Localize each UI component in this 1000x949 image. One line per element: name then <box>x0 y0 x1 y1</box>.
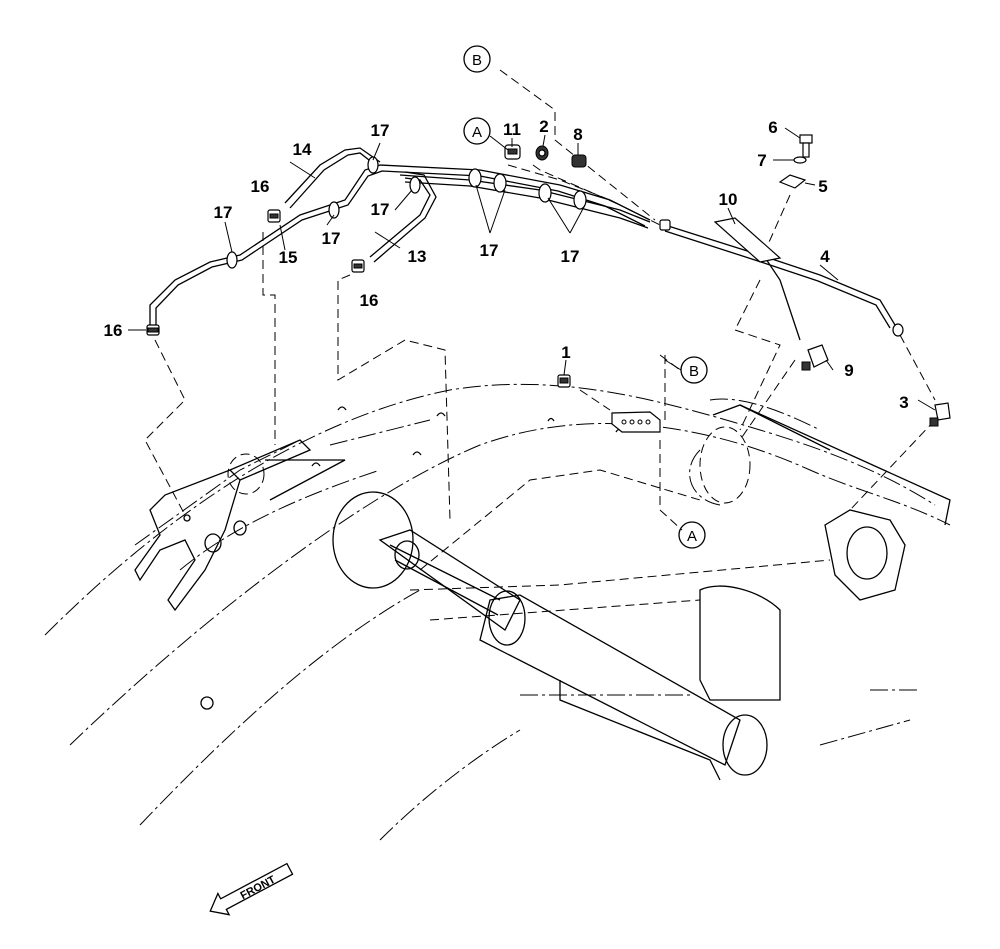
part-11-union <box>504 144 521 160</box>
callout-1: 1 <box>561 343 570 362</box>
part-6-bolt <box>799 134 813 158</box>
callout-4: 4 <box>820 247 830 266</box>
svg-text:A: A <box>687 528 697 545</box>
boom-outline <box>44 383 951 841</box>
callout-leaders <box>128 127 936 411</box>
svg-text:A: A <box>472 124 482 141</box>
callout-5: 5 <box>818 177 827 196</box>
pipe-4-end-nut <box>892 323 904 337</box>
part-2-oring <box>535 145 549 161</box>
ref-b-top: B <box>463 45 491 73</box>
part-7-washer <box>793 156 807 164</box>
callout-16-left: 16 <box>104 321 123 340</box>
part-16-left <box>146 324 160 336</box>
callout-7: 7 <box>757 151 766 170</box>
part-manifold-block <box>611 411 661 433</box>
part-5-clamp <box>778 174 807 189</box>
callout-6: 6 <box>768 118 777 137</box>
part-16-upper <box>267 209 281 223</box>
svg-text:B: B <box>689 363 699 380</box>
ref-a-bottom: A <box>678 521 706 549</box>
boom-cylinder <box>200 469 831 781</box>
boom-clip-marks <box>311 406 623 467</box>
boom-foot-bracket <box>134 439 346 612</box>
front-label: FRONT <box>238 874 277 903</box>
clamps-17 <box>226 156 587 269</box>
callout-3: 3 <box>899 393 908 412</box>
callout-16-upper: 16 <box>251 177 270 196</box>
callout-15: 15 <box>279 248 298 267</box>
callout-2: 2 <box>539 117 548 136</box>
callout-17-d: 17 <box>371 200 390 219</box>
pipe-joint-nut <box>659 219 671 231</box>
leader-lines <box>144 69 936 531</box>
callout-9: 9 <box>844 361 853 380</box>
fittings <box>146 134 951 433</box>
callout-11: 11 <box>503 120 521 139</box>
part-9-elbow <box>801 344 829 371</box>
boom-head-bracket <box>699 404 951 701</box>
callout-numbers: 1 2 3 4 5 6 7 8 9 10 11 13 14 15 16 16 1… <box>104 117 909 412</box>
callout-17-b: 17 <box>371 121 390 140</box>
part-3-elbow <box>929 402 951 427</box>
hydraulic-piping <box>149 147 896 341</box>
ref-b-mid: B <box>680 356 708 384</box>
callout-14: 14 <box>293 140 312 159</box>
callout-17-c: 17 <box>322 229 341 248</box>
part-1-fitting <box>557 374 571 388</box>
part-16-lower <box>351 259 365 273</box>
callout-17-a: 17 <box>214 203 233 222</box>
svg-text:B: B <box>472 52 482 69</box>
ref-a-top: A <box>463 117 491 145</box>
reference-markers: B A B A <box>463 45 708 549</box>
part-8-nut <box>571 154 587 168</box>
part-10-bracket <box>713 217 782 263</box>
callout-10: 10 <box>719 190 738 209</box>
callout-16-lower: 16 <box>360 291 379 310</box>
callout-13: 13 <box>408 247 427 266</box>
callout-8: 8 <box>573 125 582 144</box>
callout-17-f: 17 <box>561 247 580 266</box>
front-direction-arrow: FRONT <box>209 862 294 916</box>
callout-17-e: 17 <box>480 241 499 260</box>
